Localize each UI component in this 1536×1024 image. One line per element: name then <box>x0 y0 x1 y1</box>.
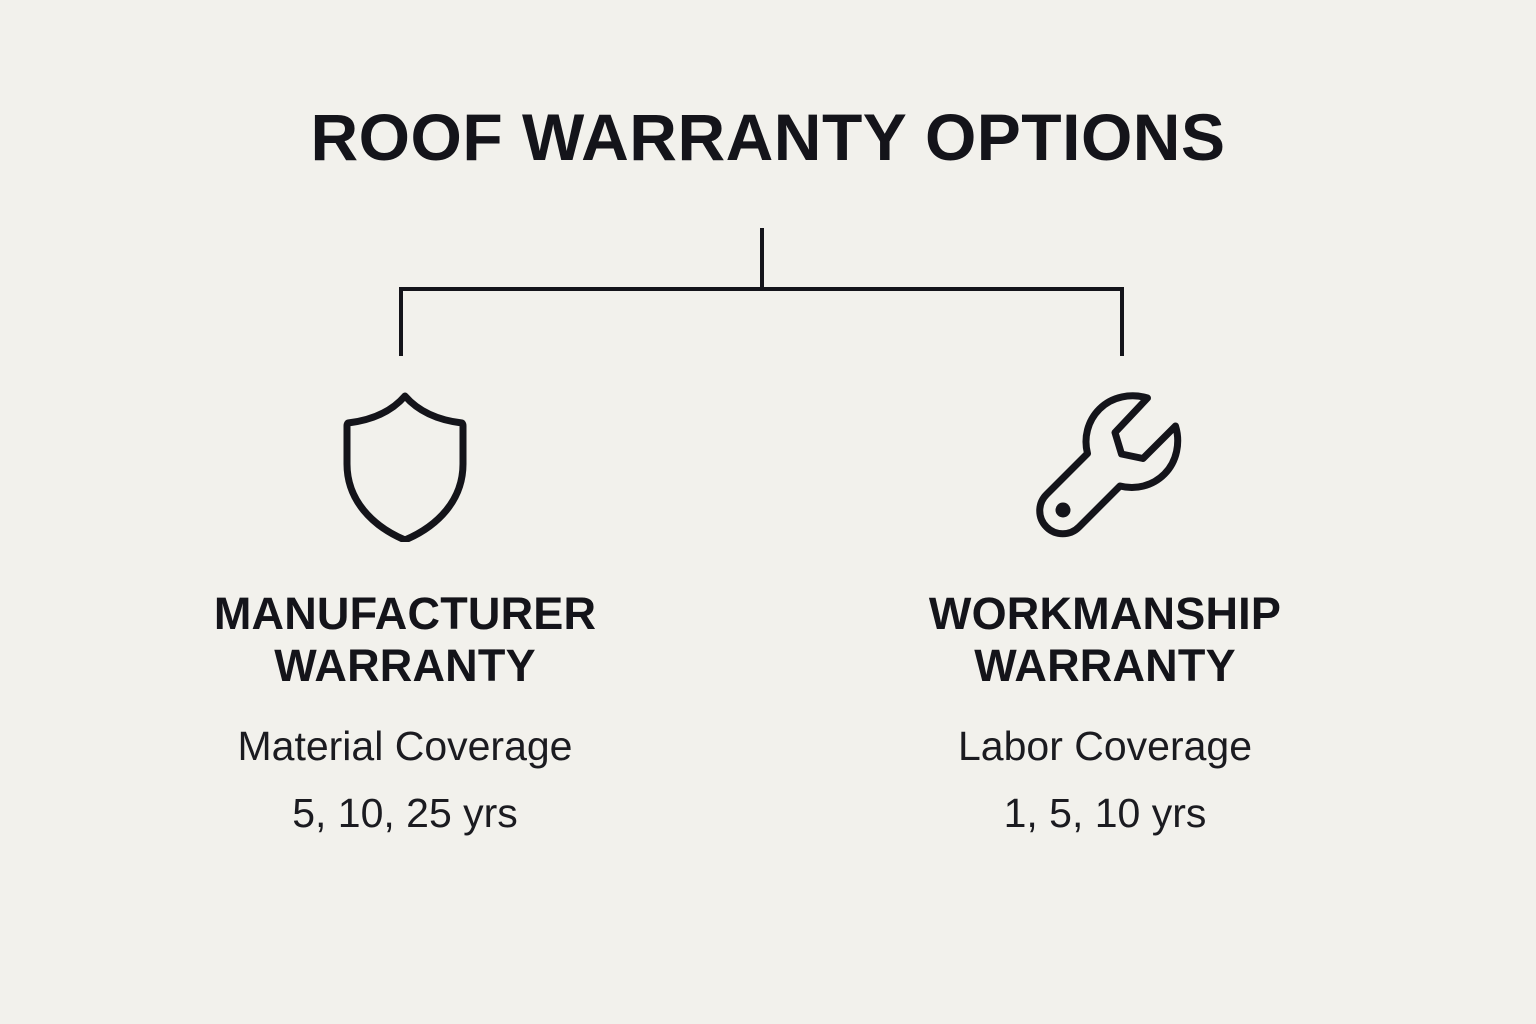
branch-terms-workmanship: 1, 5, 10 yrs <box>1003 790 1207 837</box>
branch-terms-manufacturer: 5, 10, 25 yrs <box>292 790 518 837</box>
branch-workmanship-warranty: WORKMANSHIP WARRANTY Labor Coverage 1, 5… <box>845 390 1365 834</box>
branch-coverage-workmanship: Labor Coverage <box>957 723 1253 770</box>
shield-icon <box>343 392 467 542</box>
branch-coverage-manufacturer: Material Coverage <box>237 723 573 770</box>
wrench-icon-wrap <box>845 390 1365 550</box>
wrench-hole-dot <box>1055 502 1071 518</box>
branch-heading-manufacturer: MANUFACTURER WARRANTY <box>213 588 597 692</box>
branch-manufacturer-warranty: MANUFACTURER WARRANTY Material Coverage … <box>145 390 665 834</box>
shield-icon-wrap <box>145 390 665 550</box>
wrench-icon <box>1036 392 1182 538</box>
page-title: ROOF WARRANTY OPTIONS <box>310 100 1226 174</box>
branch-heading-workmanship: WORKMANSHIP WARRANTY <box>928 588 1282 692</box>
